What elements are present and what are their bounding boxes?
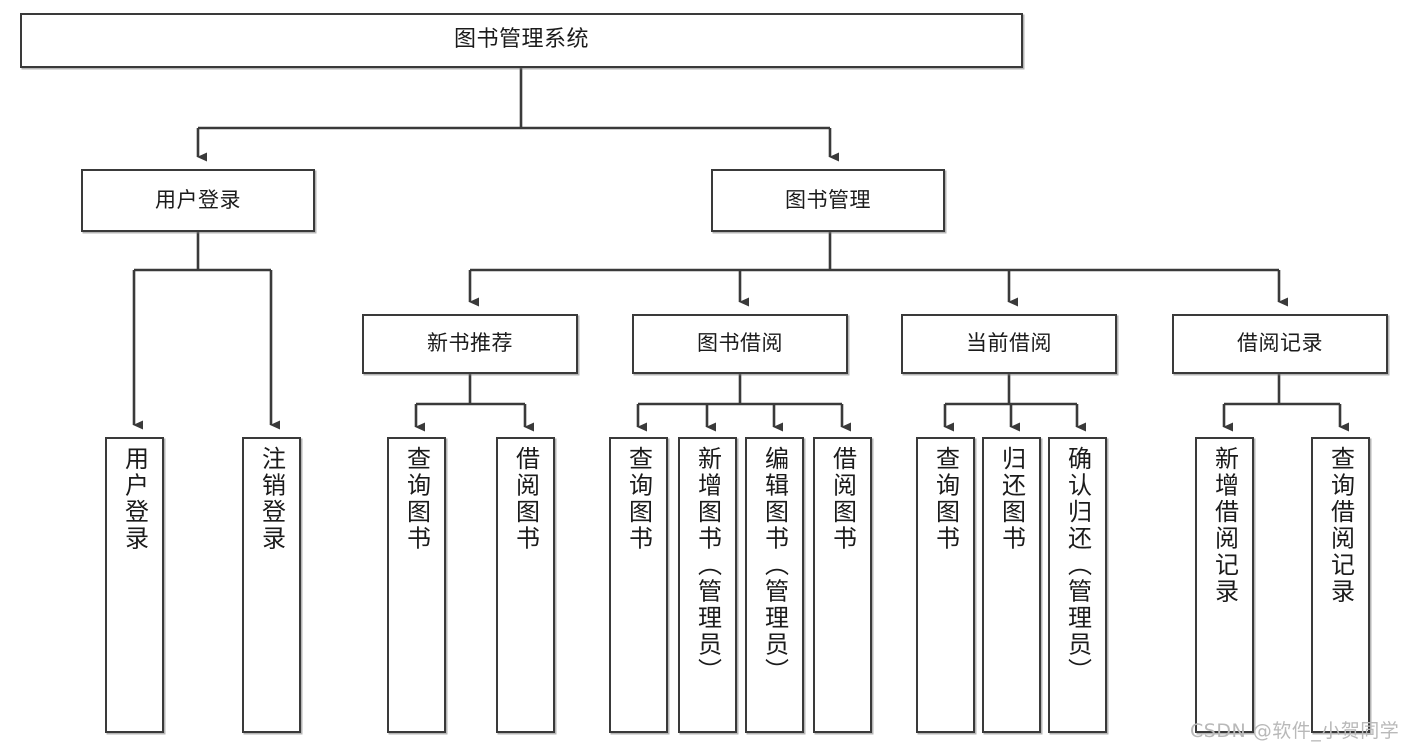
leaf-user-login[interactable]: 用户登录 xyxy=(105,437,164,733)
leaf-borrow-book[interactable]: 借阅图书 xyxy=(813,437,872,733)
node-label: 查询借阅记录 xyxy=(1326,446,1355,605)
leaf-confirm-return-admin[interactable]: 确认归还（管理员） xyxy=(1048,437,1107,733)
node-label: 用户登录 xyxy=(120,446,149,552)
node-label: 借阅图书 xyxy=(511,446,540,552)
node-label: 查询图书 xyxy=(931,446,960,552)
node-book-borrowing[interactable]: 图书借阅 xyxy=(632,314,848,374)
node-label: 查询图书 xyxy=(402,446,431,552)
leaf-query-book-borrow[interactable]: 查询图书 xyxy=(609,437,668,733)
node-label: 新书推荐 xyxy=(427,331,513,356)
leaf-return-book[interactable]: 归还图书 xyxy=(982,437,1041,733)
leaf-borrow-book-new-book-rec[interactable]: 借阅图书 xyxy=(496,437,555,733)
leaf-query-book-current-borrow[interactable]: 查询图书 xyxy=(916,437,975,733)
node-book-management[interactable]: 图书管理 xyxy=(711,169,945,232)
node-label: 注销登录 xyxy=(257,446,286,552)
node-borrowing-record[interactable]: 借阅记录 xyxy=(1172,314,1388,374)
leaf-add-book-admin[interactable]: 新增图书（管理员） xyxy=(678,437,737,733)
node-label: 当前借阅 xyxy=(966,331,1052,356)
node-label: 新增图书（管理员） xyxy=(693,446,722,685)
leaf-query-borrow-record[interactable]: 查询借阅记录 xyxy=(1311,437,1370,733)
node-label: 用户登录 xyxy=(155,187,241,212)
leaf-query-book-new-book-rec[interactable]: 查询图书 xyxy=(387,437,446,733)
leaf-add-borrow-record[interactable]: 新增借阅记录 xyxy=(1195,437,1254,733)
node-label: 归还图书 xyxy=(997,446,1026,552)
node-label: 图书借阅 xyxy=(697,331,783,356)
node-label: 编辑图书（管理员） xyxy=(760,446,789,685)
node-current-borrowing[interactable]: 当前借阅 xyxy=(901,314,1117,374)
node-user-login[interactable]: 用户登录 xyxy=(81,169,315,232)
node-label: 新增借阅记录 xyxy=(1210,446,1239,605)
node-label: 查询图书 xyxy=(624,446,653,552)
node-label: 借阅记录 xyxy=(1237,331,1323,356)
node-label: 图书管理系统 xyxy=(453,27,589,53)
leaf-logout-login[interactable]: 注销登录 xyxy=(242,437,301,733)
node-new-book-recommendation[interactable]: 新书推荐 xyxy=(362,314,578,374)
node-label: 确认归还（管理员） xyxy=(1063,446,1092,685)
node-label: 借阅图书 xyxy=(828,446,857,552)
node-label: 图书管理 xyxy=(785,187,871,212)
leaf-edit-book-admin[interactable]: 编辑图书（管理员） xyxy=(745,437,804,733)
node-root-book-management-system[interactable]: 图书管理系统 xyxy=(20,13,1023,68)
